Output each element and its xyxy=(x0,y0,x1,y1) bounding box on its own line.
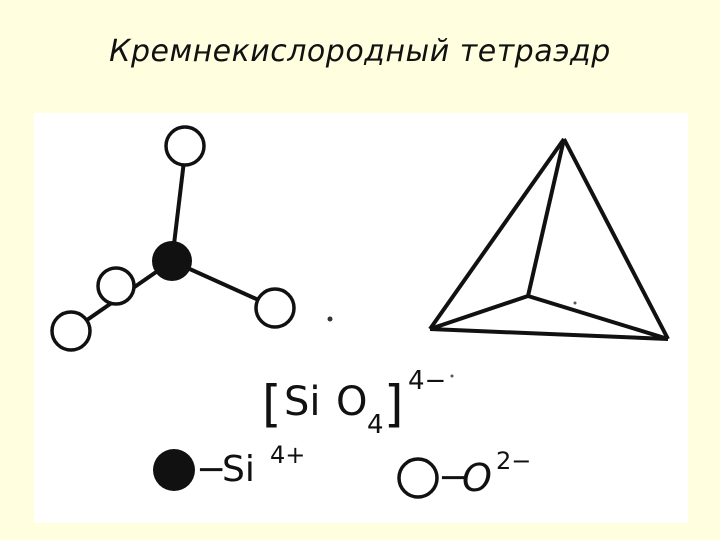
legend-oxygen-charge: 2− xyxy=(496,447,531,475)
stray-dot xyxy=(327,316,333,322)
edge-apex-center xyxy=(526,138,566,297)
tetrahedron-polyhedron xyxy=(428,137,670,341)
legend-oxygen-marker xyxy=(397,457,439,499)
legend-silicon-dash: − xyxy=(196,449,226,490)
ball-and-stick-model xyxy=(50,125,296,352)
legend-silicon-symbol: Si xyxy=(222,449,255,490)
edge-base-left xyxy=(429,294,529,331)
oxygen-atom-right xyxy=(254,287,296,329)
oxygen-atom-lower-left xyxy=(50,310,92,352)
formula-subscript: 4 xyxy=(367,410,384,440)
formula: [ Si O 4 ] 4− xyxy=(262,366,446,440)
stray-dot xyxy=(573,301,577,305)
formula-element-o: O xyxy=(336,379,367,425)
edge-base-front xyxy=(429,327,669,341)
formula-charge: 4− xyxy=(408,366,446,396)
stray-dot xyxy=(450,374,454,378)
figure-panel: [ Si O 4 ] 4− − Si 4+ − O 2− xyxy=(34,113,688,523)
silicon-atom-center xyxy=(152,241,192,281)
tetrahedron-figure: [ Si O 4 ] 4− − Si 4+ − O 2− xyxy=(50,125,670,500)
formula-bracket-close: ] xyxy=(384,375,404,433)
legend: − Si 4+ − O 2− xyxy=(153,441,531,500)
legend-silicon-marker xyxy=(153,449,195,491)
legend-oxygen-symbol: O xyxy=(462,456,492,500)
oxygen-atom-top xyxy=(164,125,206,167)
formula-bracket-open: [ xyxy=(262,375,282,433)
edge-apex-left xyxy=(428,137,566,331)
oxygen-atom-middle xyxy=(96,266,136,306)
formula-element-si: Si xyxy=(284,379,321,425)
legend-silicon-charge: 4+ xyxy=(270,441,305,469)
edge-apex-right xyxy=(562,138,670,340)
slide-title: Кремнекислородный тетраэдр xyxy=(109,34,611,69)
edge-base-right xyxy=(527,294,669,341)
legend-oxygen-dash: − xyxy=(438,457,468,498)
